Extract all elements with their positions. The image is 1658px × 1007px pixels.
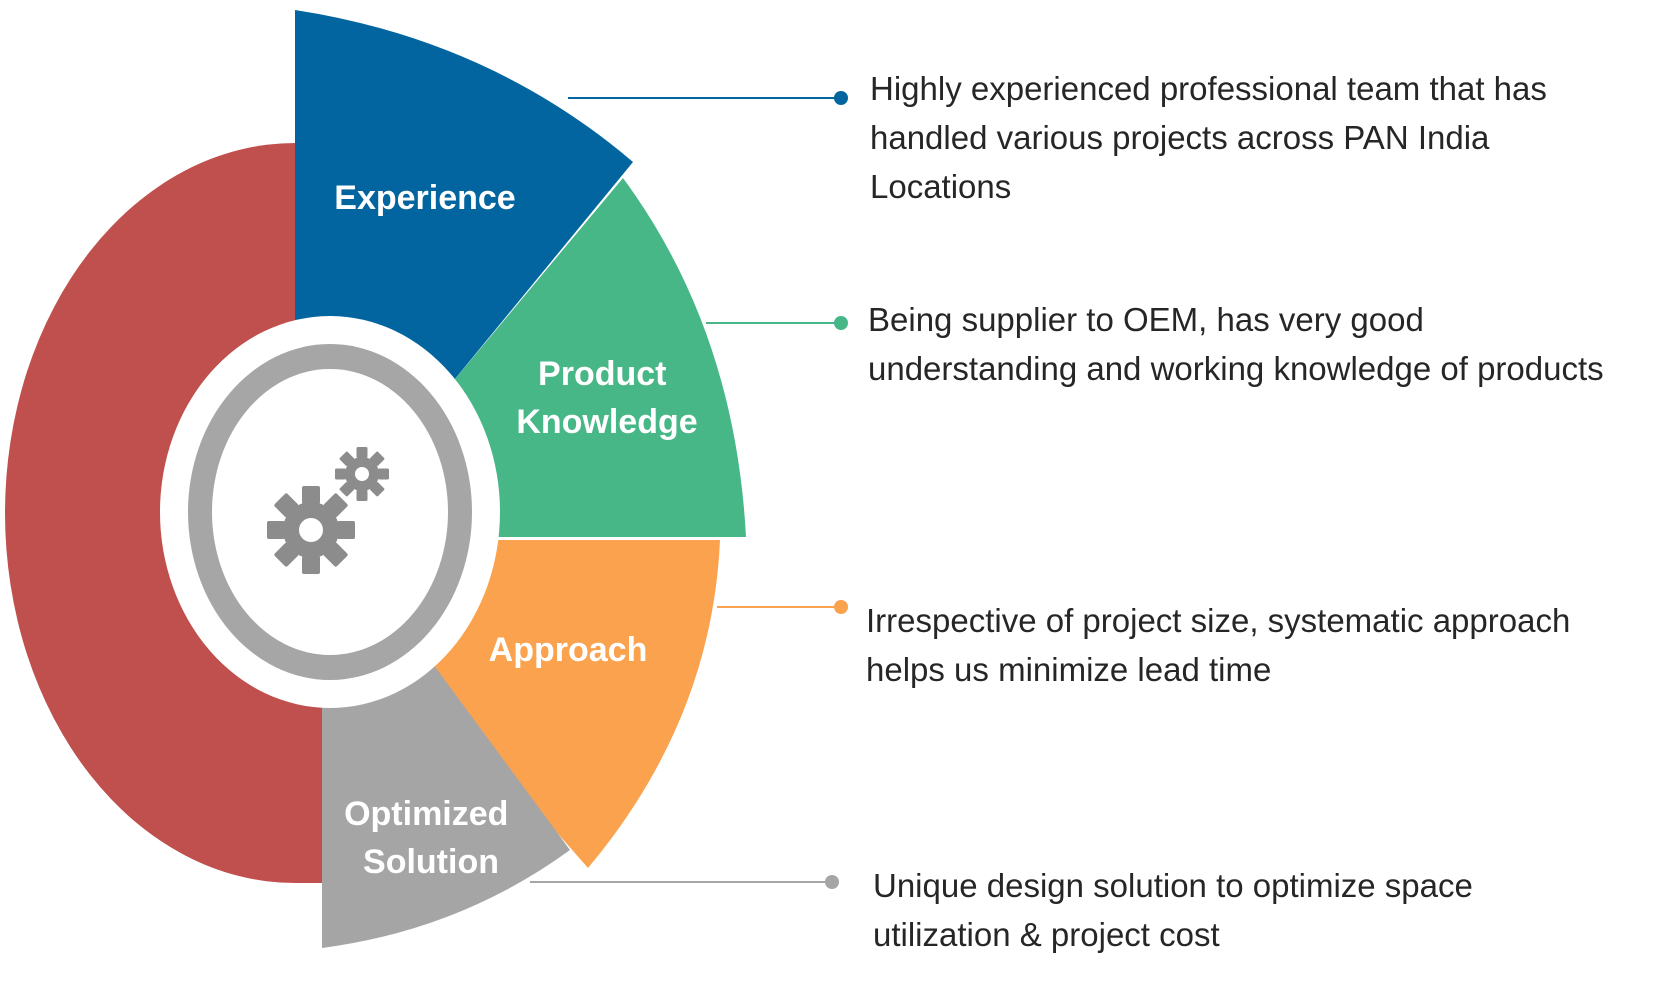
segment-label-product-knowledge: Product Knowledge <box>516 355 697 441</box>
connector-approach <box>717 600 848 614</box>
segment-label-approach: Approach <box>489 631 648 669</box>
segment-experience <box>295 10 633 385</box>
description-optimized-solution: Unique design solution to optimize space… <box>873 867 1473 953</box>
description-product-knowledge: Being supplier to OEM, has very good und… <box>868 301 1604 387</box>
connector-optimized-solution <box>530 875 839 889</box>
segment-approach <box>410 540 720 868</box>
connector-product-knowledge <box>706 316 848 330</box>
connector-experience <box>568 91 848 105</box>
segment-product-knowledge <box>450 178 746 537</box>
segment-label-optimized-solution: Optimized Solution <box>344 795 518 881</box>
description-approach: Irrespective of project size, systematic… <box>866 602 1571 688</box>
description-experience: Highly experienced professional team tha… <box>870 70 1547 205</box>
segment-optimized-solution <box>322 660 570 948</box>
segment-label-experience: Experience <box>334 179 515 217</box>
gears-icon <box>267 447 389 574</box>
